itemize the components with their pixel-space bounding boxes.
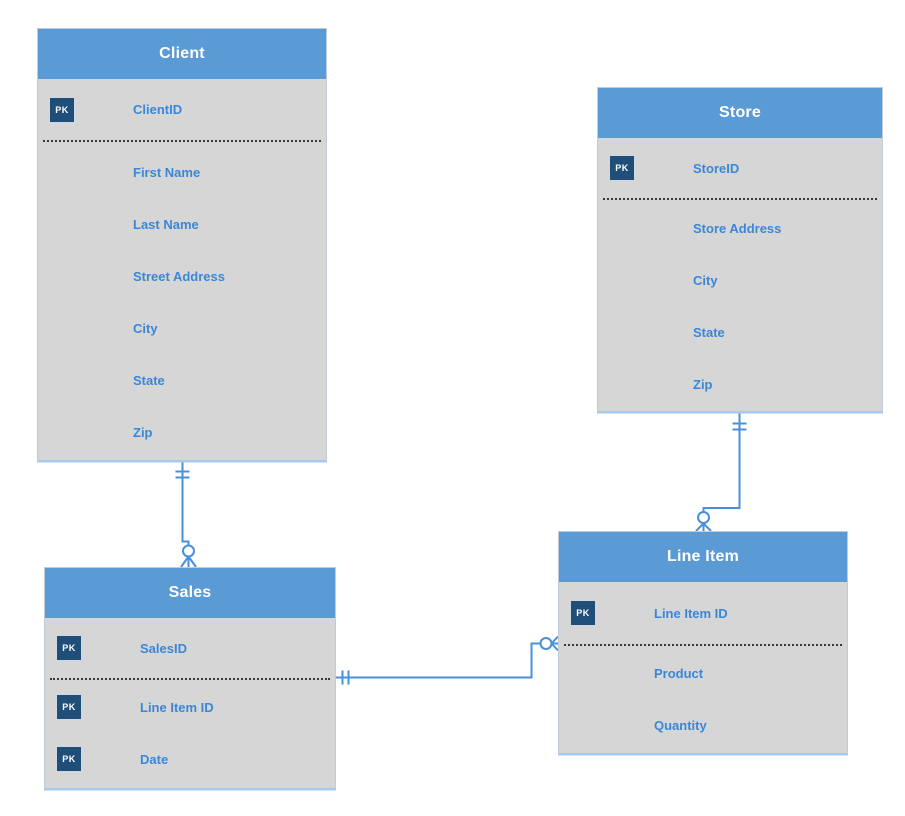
field-label: StoreID bbox=[693, 160, 740, 176]
field-row[interactable]: State bbox=[38, 354, 326, 406]
field-label: SalesID bbox=[140, 640, 187, 656]
pk-badge: PK bbox=[56, 746, 82, 772]
field-row[interactable]: City bbox=[598, 254, 882, 306]
field-row[interactable]: First Name bbox=[38, 146, 326, 198]
pk-badge: PK bbox=[56, 694, 82, 720]
field-label: Last Name bbox=[133, 216, 199, 232]
field-label: ClientID bbox=[133, 102, 183, 117]
field-row[interactable]: Quantity bbox=[559, 699, 847, 751]
one-and-only-one-glyph bbox=[175, 470, 190, 479]
connector-line[interactable] bbox=[181, 462, 190, 546]
field-label: City bbox=[133, 320, 158, 336]
field-row-pk[interactable]: PK ClientID bbox=[38, 79, 326, 140]
relationship-client-sales[interactable] bbox=[175, 462, 197, 568]
field-row[interactable]: State bbox=[598, 306, 882, 358]
field-label: Zip bbox=[693, 376, 713, 392]
field-label: Street Address bbox=[133, 268, 225, 284]
field-label: State bbox=[133, 372, 165, 388]
entity-store[interactable]: Store PK StoreID Store Address City Stat… bbox=[597, 87, 883, 413]
field-row[interactable]: Street Address bbox=[38, 250, 326, 302]
field-row[interactable]: Store Address bbox=[598, 202, 882, 254]
zero-or-many-glyph bbox=[697, 511, 710, 524]
crow-foot-icon bbox=[695, 522, 712, 532]
field-row[interactable]: Last Name bbox=[38, 198, 326, 250]
connector-line[interactable] bbox=[702, 413, 741, 512]
field-row-pk[interactable]: PK SalesID bbox=[45, 618, 335, 678]
field-label: Product bbox=[654, 665, 704, 681]
pk-badge: PK bbox=[49, 96, 75, 123]
field-row[interactable]: Product bbox=[559, 647, 847, 699]
connector-line[interactable] bbox=[336, 642, 540, 679]
field-label: Zip bbox=[133, 424, 153, 440]
pk-divider bbox=[43, 140, 321, 143]
pk-badge: PK bbox=[570, 600, 596, 626]
pk-divider bbox=[50, 678, 330, 681]
field-label: Date bbox=[140, 751, 169, 767]
entity-body: PK SalesID PK Line Item ID PK Date bbox=[45, 618, 335, 785]
field-row-pk[interactable]: PK Line Item ID bbox=[559, 582, 847, 644]
entity-header-sales[interactable]: Sales bbox=[45, 568, 335, 618]
field-row-pk[interactable]: PK StoreID bbox=[598, 138, 882, 198]
field-row[interactable]: City bbox=[38, 302, 326, 354]
entity-line-item[interactable]: Line Item PK Line Item ID Product Quanti… bbox=[558, 531, 848, 755]
field-label: Store Address bbox=[693, 220, 782, 236]
field-label: Line Item ID bbox=[140, 699, 214, 715]
pk-badge: PK bbox=[56, 635, 82, 661]
entity-header-client[interactable]: Client bbox=[38, 29, 326, 79]
entity-header-line-item[interactable]: Line Item bbox=[559, 532, 847, 582]
field-row[interactable]: Zip bbox=[38, 406, 326, 458]
field-label: State bbox=[693, 324, 725, 340]
field-label: First Name bbox=[133, 164, 201, 180]
entity-sales[interactable]: Sales PK SalesID PK Line Item ID PK Date bbox=[44, 567, 336, 790]
entity-client[interactable]: Client PK ClientID First Name Last Name … bbox=[37, 28, 327, 462]
pk-badge: PK bbox=[609, 155, 635, 181]
relationship-store-lineitem[interactable] bbox=[695, 413, 747, 532]
zero-or-many-glyph bbox=[182, 544, 195, 558]
field-row-pk[interactable]: PK Date bbox=[45, 733, 335, 785]
entity-body: PK StoreID Store Address City State Zip bbox=[598, 138, 882, 410]
relationship-sales-lineitem[interactable] bbox=[336, 635, 559, 685]
entity-header-store[interactable]: Store bbox=[598, 88, 882, 138]
field-label: Quantity bbox=[654, 717, 707, 733]
entity-body: PK Line Item ID Product Quantity bbox=[559, 582, 847, 751]
pk-divider bbox=[603, 198, 877, 201]
field-label: City bbox=[693, 272, 718, 288]
field-label: Line Item ID bbox=[654, 605, 728, 621]
crow-foot-icon bbox=[180, 555, 197, 568]
field-row-pk[interactable]: PK Line Item ID bbox=[45, 681, 335, 733]
zero-or-many-glyph bbox=[539, 637, 553, 650]
one-and-only-one-glyph bbox=[341, 670, 350, 685]
field-row[interactable]: Zip bbox=[598, 358, 882, 410]
entity-body: PK ClientID First Name Last Name Street … bbox=[38, 79, 326, 458]
pk-divider bbox=[564, 644, 842, 647]
one-and-only-one-glyph bbox=[732, 422, 747, 431]
